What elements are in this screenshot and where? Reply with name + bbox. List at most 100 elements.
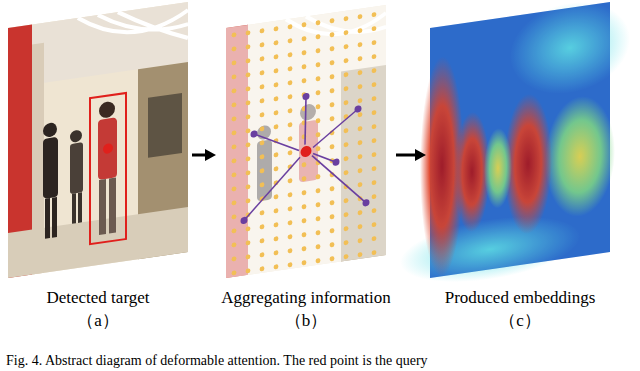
sample-dot xyxy=(246,198,251,203)
sample-dot xyxy=(232,60,237,65)
sample-dot xyxy=(358,84,363,89)
sample-dot xyxy=(288,150,293,155)
sample-dot xyxy=(232,116,237,121)
sample-dot xyxy=(330,88,335,93)
sample-dot xyxy=(358,14,363,19)
sample-dot xyxy=(344,16,349,21)
sample-dot xyxy=(330,116,335,121)
sample-dot xyxy=(372,138,377,143)
sample-dot xyxy=(330,256,335,261)
sample-dot xyxy=(274,124,279,129)
sample-dot xyxy=(344,128,349,133)
panel-label: Produced embeddings xyxy=(428,288,612,308)
figure-caption: Fig. 4. Abstract diagram of deformable a… xyxy=(6,352,428,369)
sample-dot xyxy=(330,102,335,107)
sample-dot xyxy=(288,24,293,29)
sample-dot xyxy=(316,258,321,263)
sample-dot xyxy=(316,146,321,151)
sample-dot xyxy=(358,182,363,187)
sample-dot xyxy=(288,94,293,99)
sample-dot xyxy=(358,238,363,243)
sample-dot xyxy=(288,52,293,57)
sample-dot xyxy=(274,208,279,213)
sample-dot xyxy=(372,180,377,185)
sample-dot xyxy=(316,34,321,39)
sample-dot xyxy=(274,96,279,101)
sample-dot xyxy=(372,12,377,17)
sample-dot xyxy=(232,214,237,219)
sample-dot xyxy=(302,78,307,83)
sample-dot xyxy=(274,26,279,31)
sample-dot xyxy=(344,100,349,105)
sample-dot xyxy=(246,100,251,105)
sample-dot xyxy=(246,72,251,77)
sample-dot xyxy=(372,40,377,45)
sample-dot xyxy=(344,212,349,217)
sample-dot xyxy=(316,230,321,235)
sample-dot xyxy=(260,84,265,89)
sample-dot xyxy=(288,66,293,71)
sample-dot xyxy=(302,260,307,265)
figure-panel: Detected target（a） xyxy=(6,0,190,336)
panel-index: （c） xyxy=(428,311,612,331)
sample-dot xyxy=(316,244,321,249)
sample-dot xyxy=(288,234,293,239)
sample-dot xyxy=(302,50,307,55)
flow-arrow xyxy=(396,149,426,161)
sample-dot xyxy=(260,98,265,103)
sample-dot xyxy=(246,226,251,231)
sample-dot xyxy=(274,250,279,255)
sample-dot xyxy=(344,254,349,259)
sample-dot xyxy=(260,252,265,257)
sample-dot xyxy=(316,48,321,53)
sample-dot xyxy=(232,158,237,163)
sample-dot xyxy=(330,242,335,247)
sample-dot xyxy=(344,198,349,203)
attention-arrows xyxy=(244,88,366,221)
sample-dot xyxy=(288,38,293,43)
sample-dot xyxy=(260,140,265,145)
sample-dot xyxy=(344,72,349,77)
sample-dot xyxy=(330,46,335,51)
sample-dot xyxy=(260,154,265,159)
sample-dot xyxy=(358,154,363,159)
sample-dot xyxy=(316,76,321,81)
sample-dot xyxy=(344,58,349,63)
sample-dot xyxy=(246,128,251,133)
sample-dot xyxy=(344,156,349,161)
sample-dot xyxy=(246,184,251,189)
sample-dot xyxy=(372,152,377,157)
sample-dot xyxy=(260,182,265,187)
figure-panel: Aggregating information（b） xyxy=(218,0,394,336)
sample-dot xyxy=(232,102,237,107)
sample-dot xyxy=(302,36,307,41)
sample-dot xyxy=(288,80,293,85)
query-point xyxy=(301,145,312,158)
sample-dot xyxy=(372,194,377,199)
sample-dot xyxy=(260,70,265,75)
sample-points xyxy=(241,84,370,225)
sample-dot xyxy=(260,126,265,131)
sample-dot xyxy=(232,144,237,149)
sample-dot xyxy=(330,144,335,149)
sample-dot xyxy=(288,192,293,197)
sample-dot xyxy=(316,216,321,221)
sample-dot xyxy=(330,214,335,219)
sample-dot xyxy=(274,110,279,115)
sample-dot xyxy=(302,204,307,209)
sample-dot xyxy=(316,90,321,95)
sample-dot xyxy=(344,30,349,35)
sample-dot xyxy=(316,188,321,193)
sample-dot xyxy=(302,176,307,181)
sample-dot xyxy=(358,140,363,145)
sample-dot xyxy=(330,18,335,23)
sample-dot xyxy=(246,170,251,175)
sample-dot xyxy=(302,64,307,69)
sample-dot xyxy=(330,200,335,205)
sample-dot xyxy=(246,58,251,63)
sample-dot xyxy=(246,156,251,161)
sample-dot xyxy=(232,88,237,93)
panel-label: Aggregating information xyxy=(218,288,394,308)
sample-dot xyxy=(358,98,363,103)
sample-dot xyxy=(358,56,363,61)
